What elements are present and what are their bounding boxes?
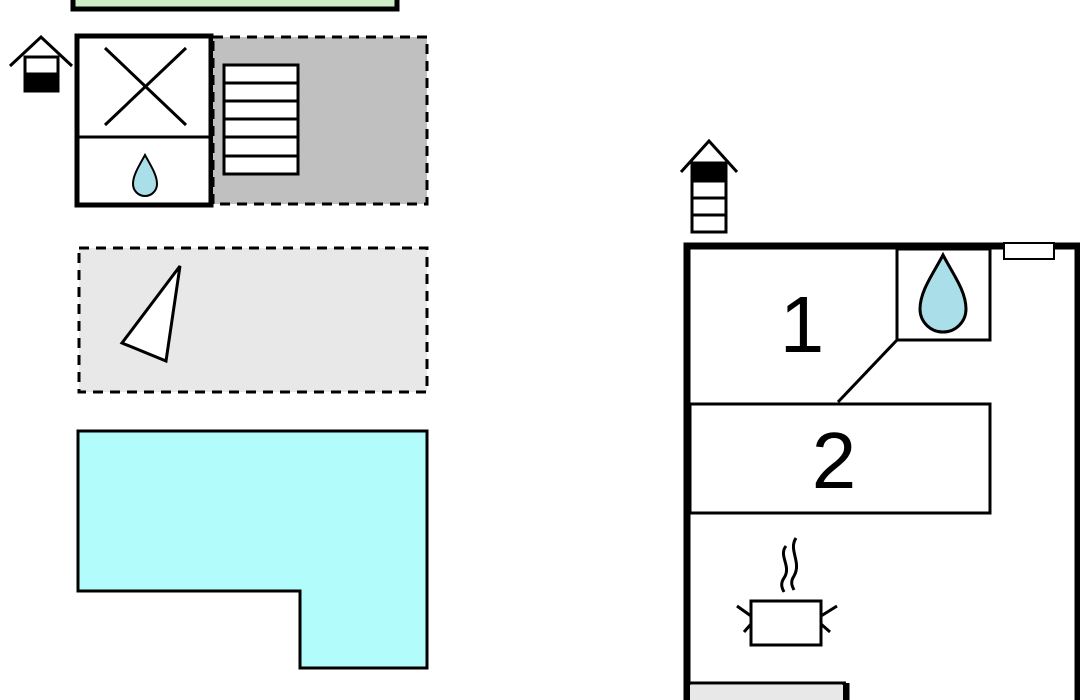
room-2-label: 2 — [812, 416, 857, 505]
pool — [76, 429, 429, 670]
house-outline — [683, 242, 1080, 700]
cooking-pot-icon — [736, 537, 838, 647]
house-entrance-icon — [8, 34, 74, 93]
water-drop-icon — [131, 152, 159, 197]
stairs-icon — [222, 63, 300, 176]
window — [1003, 242, 1055, 260]
bottom-step — [690, 685, 843, 700]
terrace-light — [77, 246, 429, 394]
room-1-label: 1 — [780, 280, 825, 369]
bathroom-drop-icon — [918, 251, 968, 334]
room-2 — [688, 402, 992, 515]
lawn-strip — [70, 0, 400, 12]
shower-block — [74, 33, 214, 208]
bathroom-door-line — [836, 338, 899, 404]
shower-x-icon — [103, 46, 188, 127]
sunbed-icon — [119, 265, 182, 364]
house-with-stairs-icon — [679, 138, 739, 234]
